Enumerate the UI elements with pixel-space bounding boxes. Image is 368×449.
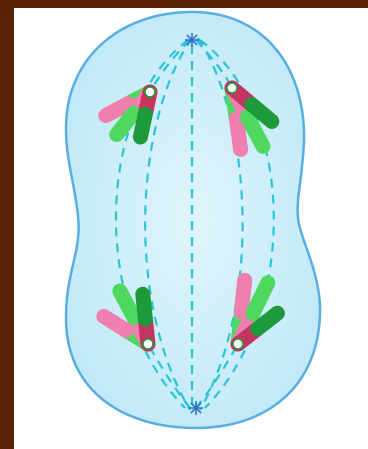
centromere [227,83,237,93]
centrosome-aster-top [185,33,199,47]
centromere [143,339,153,349]
chromatid-arm-segment [140,114,145,136]
chromatid-arm-segment [241,280,244,312]
chromatid-arm-segment [143,294,146,319]
centromere [233,339,243,349]
centrosome-aster-bottom [189,401,203,415]
chromatid-arm-segment [236,119,240,150]
centromere [145,87,155,97]
